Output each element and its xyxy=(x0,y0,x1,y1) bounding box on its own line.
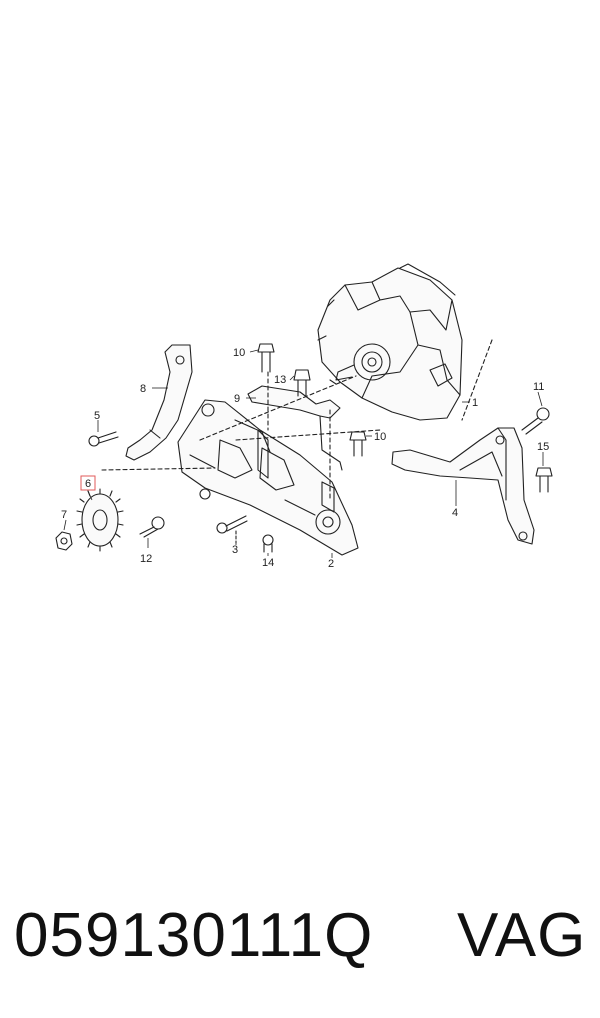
callout-5: 5 xyxy=(94,410,100,422)
callout-4: 4 xyxy=(452,507,458,519)
callout-12: 12 xyxy=(140,553,152,565)
part-number: 059130111Q xyxy=(14,901,374,970)
bolt-3 xyxy=(216,515,248,544)
callout-6: 6 xyxy=(85,478,91,490)
stud-13 xyxy=(293,369,311,397)
callout-3: 3 xyxy=(232,544,238,556)
callout-2: 2 xyxy=(328,558,334,570)
callout-13: 13 xyxy=(274,374,286,386)
callout-10-lower: 10 xyxy=(374,431,386,443)
brand-name: VAG xyxy=(457,901,587,970)
part-caption: 059130111Q VAG xyxy=(0,880,600,990)
hex-nut-7 xyxy=(55,531,73,551)
callout-9: 9 xyxy=(234,393,240,405)
heat-shield-8 xyxy=(125,344,193,461)
support-bracket xyxy=(177,399,359,556)
selected-part-highlight xyxy=(80,475,96,491)
bolt-10-lower xyxy=(349,431,367,457)
callout-10-upper: 10 xyxy=(233,347,245,359)
callout-1: 1 xyxy=(472,397,478,409)
leader-lines xyxy=(63,349,544,558)
callout-14: 14 xyxy=(262,557,274,569)
bolt-15 xyxy=(535,467,553,493)
callout-8: 8 xyxy=(140,383,146,395)
bolt-10-upper xyxy=(257,343,275,373)
bolt-14 xyxy=(262,534,274,553)
bolt-12 xyxy=(139,516,165,538)
bolt-11 xyxy=(521,407,550,435)
callout-11: 11 xyxy=(533,381,544,393)
bolt-5 xyxy=(88,431,119,447)
callout-15: 15 xyxy=(537,441,549,453)
drive-sprocket-6 xyxy=(76,467,216,552)
exploded-parts-diagram: 1 2 3 4 5 6 7 8 9 10 10 11 12 13 14 15 xyxy=(55,263,553,570)
mounting-bracket-4 xyxy=(391,427,535,545)
high-pressure-pump xyxy=(317,263,463,421)
callout-7: 7 xyxy=(61,509,67,521)
assembly-guides xyxy=(199,339,493,501)
callout-labels: 1 2 3 4 5 6 7 8 9 10 10 11 12 13 14 15 xyxy=(61,347,549,570)
